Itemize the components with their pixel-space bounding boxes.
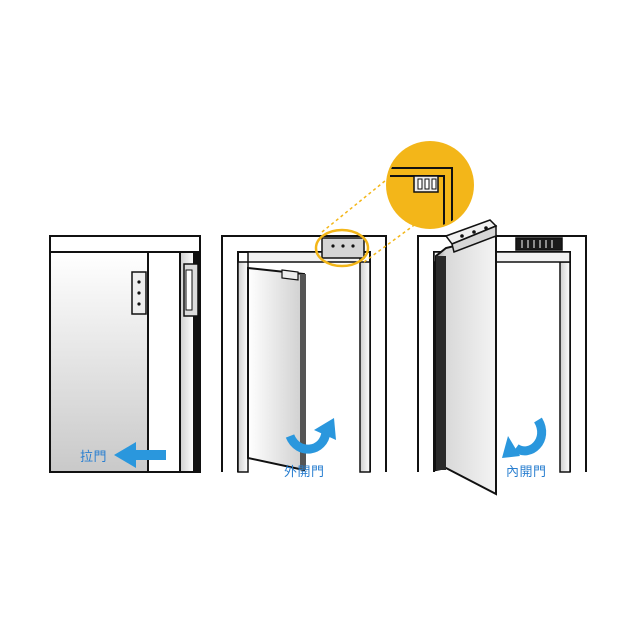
sliding-door-panel bbox=[49, 235, 201, 473]
inward-door-label: 內開門 bbox=[506, 465, 547, 480]
zoom-callout-icon bbox=[386, 141, 474, 229]
curved-arrow-inward-icon bbox=[502, 417, 547, 458]
arrow-left-icon bbox=[114, 442, 166, 468]
outward-door-label: 外開門 bbox=[284, 465, 325, 480]
highlight-circle bbox=[314, 228, 370, 268]
curved-arrow-outward-icon bbox=[285, 418, 336, 454]
outward-door-panel bbox=[221, 228, 387, 473]
sliding-door-label: 拉門 bbox=[80, 450, 108, 465]
callout-line-upper bbox=[321, 171, 397, 233]
inward-z-bracket bbox=[444, 219, 498, 254]
inward-door-panel bbox=[417, 219, 587, 496]
inward-maglock bbox=[515, 237, 563, 251]
callout-line-lower bbox=[363, 211, 433, 263]
outward-maglock bbox=[321, 237, 365, 259]
